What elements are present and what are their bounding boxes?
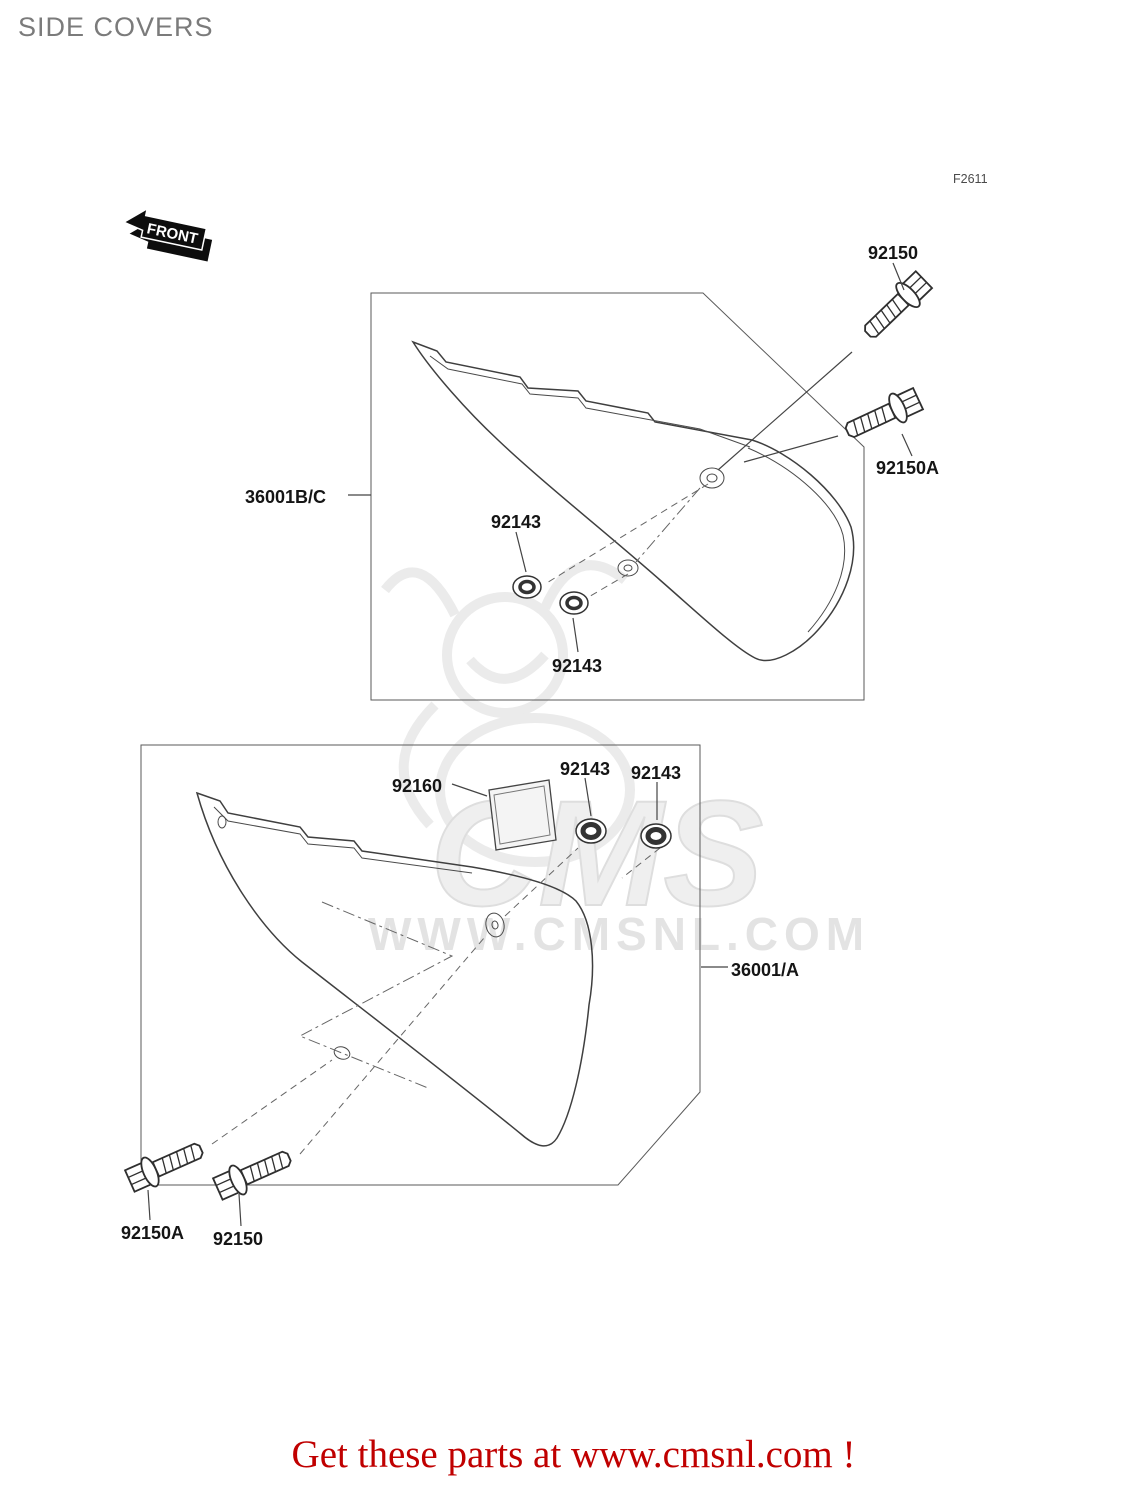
lower-diagram-frame [140,744,701,1186]
part-label-92143-upper-1: 92143 [491,512,541,532]
part-label-92160: 92160 [392,776,442,796]
bolt-92150-upper [856,267,936,346]
part-label-92150a-upper: 92150A [876,458,939,478]
grommet-lower-1 [575,818,607,844]
footer-shop-link[interactable]: Get these parts at www.cmsnl.com ! [291,1433,856,1476]
fiche-code: F2611 [953,172,988,186]
upper-side-cover-drawing [411,340,855,662]
pad-92160-drawing [488,779,557,851]
lower-side-cover-drawing [195,791,661,1155]
grommet-upper-1 [512,575,542,599]
bolt-92150a-lower [122,1134,209,1197]
watermark-url-text: WWW.CMSNL.COM [368,908,870,960]
part-label-36001a: 36001/A [731,960,799,980]
bolt-92150-lower [210,1142,297,1205]
part-label-92150a-lower: 92150A [121,1223,184,1243]
grommet-lower-2 [640,823,672,849]
bolt-92150a-upper [839,383,926,447]
part-label-92143-upper-2: 92143 [552,656,602,676]
front-direction-arrow-icon: FRONT [122,207,213,262]
watermark: CMS WWW.CMSNL.COM [368,560,870,960]
part-label-36001bc: 36001B/C [245,487,326,507]
part-label-92143-lower-2: 92143 [631,763,681,783]
leader-lines [147,262,913,1227]
part-label-92143-lower-1: 92143 [560,759,610,779]
part-label-92150-upper: 92150 [868,243,918,263]
watermark-logo-text: CMS [430,769,763,937]
page-title: SIDE COVERS [18,12,214,42]
grommet-upper-2 [559,591,589,615]
upper-diagram-frame [370,292,865,701]
watermark-mascot-icon [381,560,635,867]
part-label-92150-lower: 92150 [213,1229,263,1249]
